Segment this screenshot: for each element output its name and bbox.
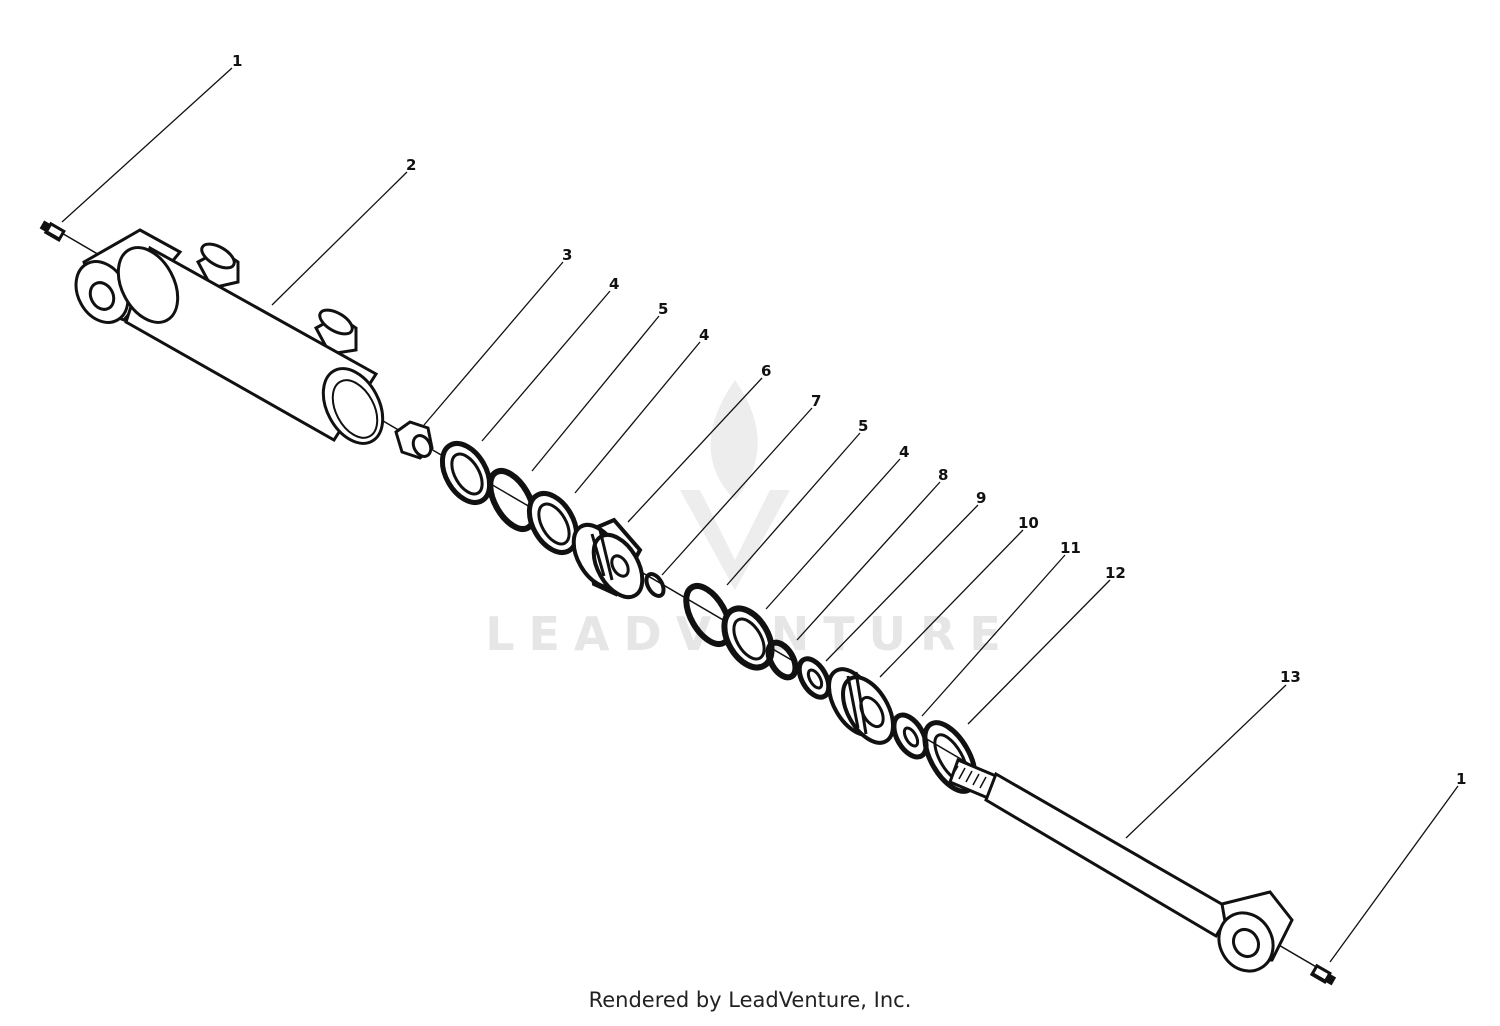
- callout-4-first: 4: [609, 275, 619, 293]
- grease-fitting-left: [39, 220, 66, 243]
- o-ring-5b: [683, 583, 733, 647]
- callout-8: 8: [938, 466, 948, 484]
- callout-7: 7: [811, 392, 821, 410]
- wiper-11: [891, 712, 929, 760]
- seal-ring-4a: [439, 441, 493, 505]
- seal-ring-4b: [526, 491, 580, 555]
- callout-5-first: 5: [658, 300, 668, 318]
- washer-9: [796, 656, 832, 700]
- cylinder-barrel: [74, 228, 385, 445]
- o-ring-8: [765, 639, 799, 681]
- callout-4-second: 4: [699, 326, 709, 344]
- callout-10: 10: [1018, 514, 1039, 532]
- callout-3: 3: [562, 246, 572, 264]
- rod-gland: [827, 667, 895, 745]
- callout-4-third: 4: [899, 443, 909, 461]
- callout-labels: 1 2 3 4 5 4 6 7 5 4 8 9 10 11 12 13 1: [232, 52, 1466, 788]
- callout-9: 9: [976, 489, 986, 507]
- callout-2: 2: [406, 156, 416, 174]
- callout-13: 13: [1280, 668, 1301, 686]
- piston-nut: [394, 420, 434, 460]
- watermark-logo-icon: [680, 380, 790, 590]
- o-ring-7: [644, 572, 666, 598]
- callout-5-second: 5: [858, 417, 868, 435]
- o-ring-5a: [487, 468, 537, 532]
- piston: [571, 517, 645, 600]
- callout-12: 12: [1105, 564, 1126, 582]
- seal-ring-4c: [721, 605, 775, 671]
- callout-1-right: 1: [1456, 770, 1466, 788]
- render-credit: Rendered by LeadVenture, Inc.: [588, 988, 912, 1012]
- callout-11: 11: [1060, 539, 1081, 557]
- callout-1-left: 1: [232, 52, 242, 70]
- piston-rod: [948, 758, 1294, 973]
- grease-fitting-right: [1309, 963, 1337, 986]
- callout-6: 6: [761, 362, 771, 380]
- leader-lines: [61, 67, 1459, 963]
